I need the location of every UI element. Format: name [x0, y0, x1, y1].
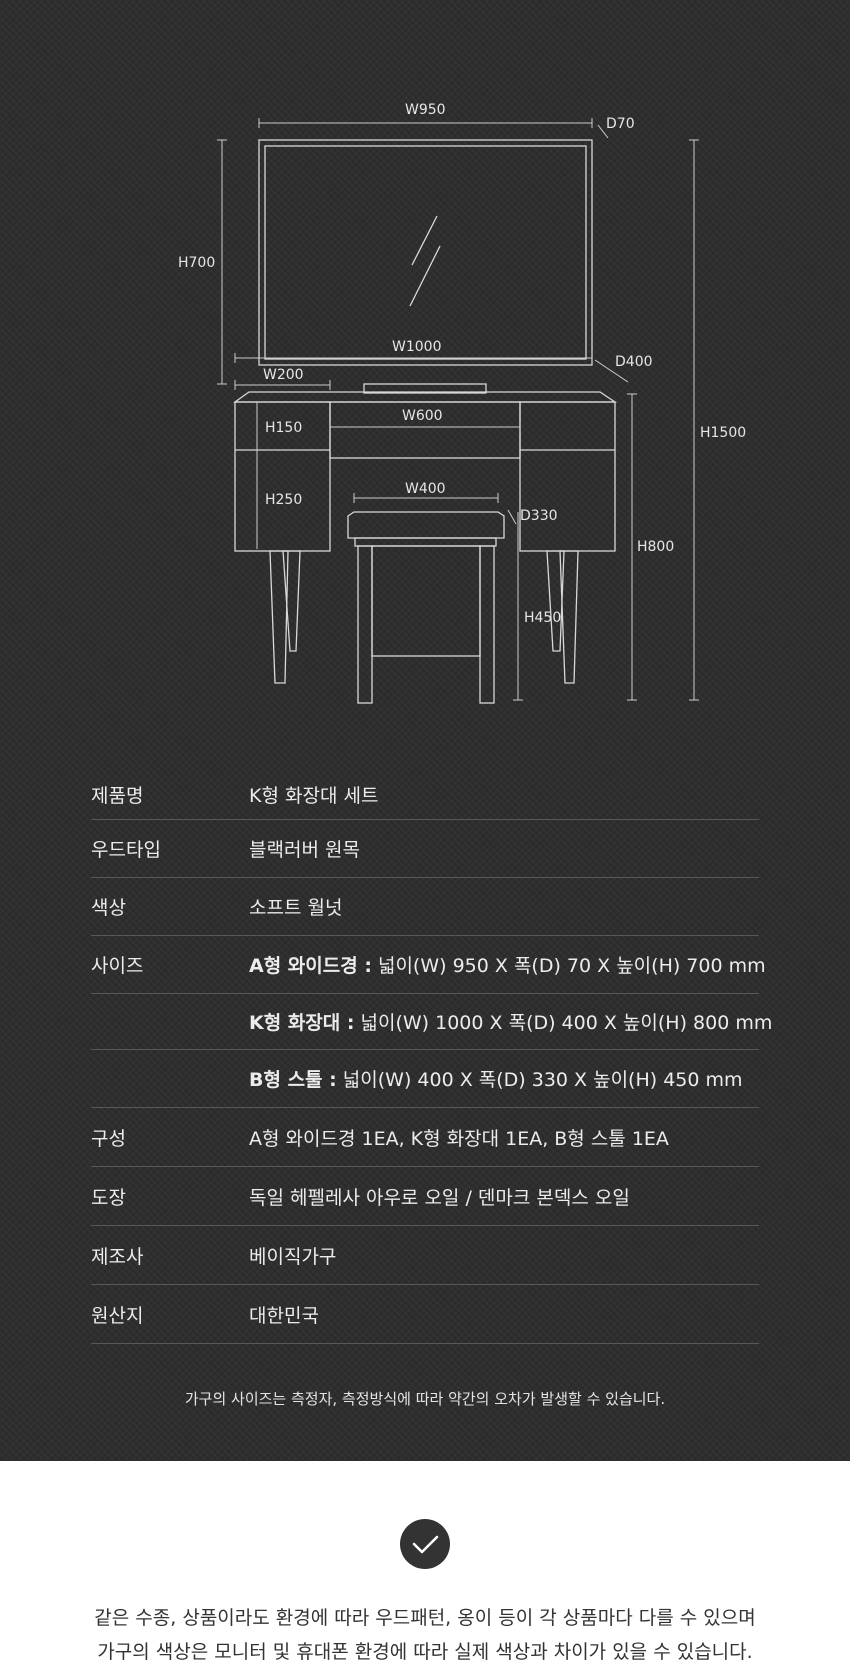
spec-value-heading: B형 스툴 :	[249, 1069, 337, 1091]
front-leg-right	[559, 550, 579, 684]
spec-label: 우드타입	[91, 839, 161, 861]
back-leg-left	[282, 550, 301, 652]
spec-value: K형 화장대 : 넓이(W) 1000 X 폭(D) 400 X 높이(H) 8…	[249, 1008, 772, 1035]
label-h150: H150	[265, 420, 302, 436]
stool-apron	[354, 537, 497, 547]
dimension-lines	[217, 118, 699, 701]
spec-value: A형 와이드경 : 넓이(W) 950 X 폭(D) 70 X 높이(H) 70…	[249, 951, 766, 978]
label-w950: W950	[405, 102, 446, 118]
spec-value: 소프트 월넛	[249, 897, 343, 919]
stool-top	[347, 511, 505, 539]
size-notice: 가구의 사이즈는 측정자, 측정방식에 따라 약간의 오차가 발생할 수 있습니…	[184, 1390, 666, 1408]
spec-label: 제조사	[91, 1245, 144, 1268]
mirror-frame-inner	[264, 145, 587, 360]
label-w600: W600	[402, 408, 443, 424]
spec-value: 대한민국	[249, 1304, 319, 1327]
disclaimer-line-2: 가구의 색상은 모니터 및 휴대폰 환경에 따라 실제 색상과 차이가 있을 수…	[97, 1641, 753, 1663]
spec-label: 원산지	[91, 1304, 144, 1327]
stool-back-legs	[371, 545, 481, 657]
spec-value: 블랙러버 원목	[249, 839, 360, 861]
product-info-panel: W950 D70 H700 H1500 W1000 D400 W200 W600…	[0, 0, 850, 1461]
label-h700: H700	[178, 255, 215, 271]
label-h1500: H1500	[700, 425, 746, 441]
front-leg-left	[269, 550, 289, 684]
label-h450: H450	[524, 610, 561, 626]
label-d400: D400	[615, 354, 653, 370]
spec-label: 제품명	[91, 785, 144, 807]
furniture-outline	[232, 139, 618, 704]
dimension-labels: W950 D70 H700 H1500 W1000 D400 W200 W600…	[178, 102, 746, 626]
label-w1000: W1000	[392, 339, 441, 355]
spec-label: 색상	[91, 897, 126, 919]
mirror-glare-2	[409, 245, 441, 307]
right-cabinet	[519, 401, 616, 552]
label-h800: H800	[637, 539, 674, 555]
spec-row: 색상 소프트 월넛	[91, 878, 759, 936]
spec-value-heading: K형 화장대 :	[249, 1012, 355, 1034]
spec-row: 사이즈 A형 와이드경 : 넓이(W) 950 X 폭(D) 70 X 높이(H)…	[91, 936, 766, 994]
dimension-drawing: W950 D70 H700 H1500 W1000 D400 W200 W600…	[178, 102, 746, 704]
spec-value: A형 와이드경 1EA, K형 화장대 1EA, B형 스툴 1EA	[249, 1127, 669, 1150]
spec-label: 도장	[91, 1186, 126, 1209]
back-leg-right	[546, 550, 565, 652]
spec-row: 원산지 대한민국	[91, 1285, 759, 1344]
spec-value-text: 넓이(W) 1000 X 폭(D) 400 X 높이(H) 800 mm	[354, 1012, 773, 1034]
spec-row: 제조사 베이직가구	[91, 1226, 759, 1285]
label-d330: D330	[520, 508, 558, 524]
spec-row: 우드타입 블랙러버 원목	[91, 820, 759, 878]
checkmark-icon	[412, 1535, 439, 1554]
label-w200: W200	[263, 367, 304, 383]
spec-row: 제품명 K형 화장대 세트	[91, 770, 759, 820]
spec-value: K형 화장대 세트	[249, 785, 379, 807]
spec-value: B형 스툴 : 넓이(W) 400 X 폭(D) 330 X 높이(H) 450…	[249, 1065, 759, 1092]
spec-label: 구성	[91, 1127, 126, 1150]
label-w400: W400	[405, 481, 446, 497]
spec-value-text: 넓이(W) 950 X 폭(D) 70 X 높이(H) 700 mm	[371, 955, 766, 977]
disclaimer-line-1: 같은 수종, 상품이라도 환경에 따라 우드패턴, 옹이 등이 각 상품마다 다…	[94, 1607, 756, 1629]
stool-leg-left	[357, 545, 373, 704]
spec-row: B형 스툴 : 넓이(W) 400 X 폭(D) 330 X 높이(H) 450…	[91, 1050, 759, 1108]
spec-row: 구성 A형 와이드경 1EA, K형 화장대 1EA, B형 스툴 1EA	[91, 1108, 759, 1167]
check-circle-icon	[400, 1519, 450, 1569]
label-d70: D70	[606, 116, 635, 132]
spec-label: 사이즈	[91, 955, 144, 977]
spec-value-heading: A형 와이드경 :	[249, 955, 372, 977]
label-h250: H250	[265, 492, 302, 508]
mirror-frame-outer	[258, 139, 593, 366]
spec-value: 베이직가구	[249, 1245, 337, 1268]
spec-row: 도장 독일 헤펠레사 아우로 오일 / 덴마크 본덱스 오일	[91, 1167, 759, 1226]
stool-leg-right	[479, 545, 495, 704]
mirror-base	[363, 383, 487, 394]
mirror-glare-1	[411, 215, 438, 266]
spec-row: K형 화장대 : 넓이(W) 1000 X 폭(D) 400 X 높이(H) 8…	[91, 994, 772, 1050]
spec-value: 독일 헤펠레사 아우로 오일 / 덴마크 본덱스 오일	[249, 1186, 630, 1209]
spec-value-text: 넓이(W) 400 X 폭(D) 330 X 높이(H) 450 mm	[336, 1069, 743, 1091]
